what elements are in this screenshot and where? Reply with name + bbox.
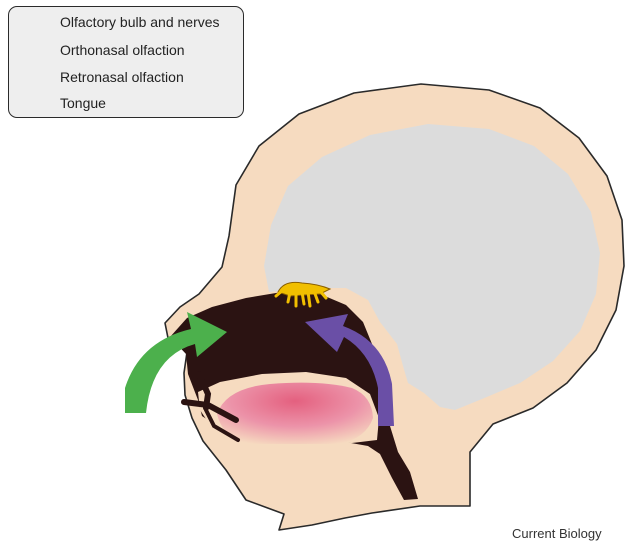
legend-label: Orthonasal olfaction (60, 42, 185, 58)
legend-swatch (15, 10, 59, 36)
legend-label: Retronasal olfaction (60, 69, 184, 85)
legend-label: Tongue (60, 95, 106, 111)
legend-swatch (15, 38, 59, 64)
legend-item-retronasal: Retronasal olfaction (9, 65, 245, 91)
tongue (217, 383, 373, 444)
legend-item-orthonasal: Orthonasal olfaction (9, 38, 245, 64)
journal-credit: Current Biology (512, 526, 602, 541)
legend-swatch (15, 91, 59, 117)
legend-label: Olfactory bulb and nerves (60, 14, 220, 30)
legend: Olfactory bulb and nerves Orthonasal olf… (8, 6, 244, 118)
legend-swatch (15, 65, 59, 91)
legend-item-tongue: Tongue (9, 91, 245, 117)
legend-item-olfactory-bulb: Olfactory bulb and nerves (9, 10, 245, 36)
